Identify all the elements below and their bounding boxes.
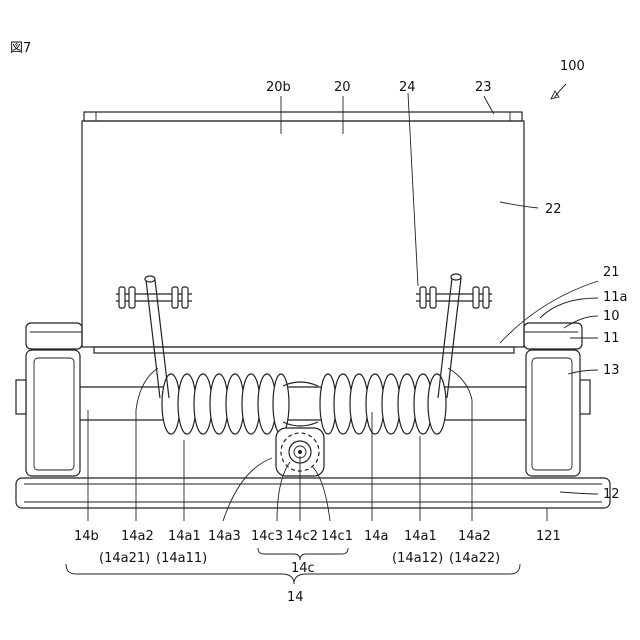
right-block-13 [526, 350, 590, 476]
label-10: 10 [603, 309, 620, 324]
right-bracket-10-11 [524, 323, 582, 349]
label-14a2-left: 14a2 [121, 529, 154, 544]
label-14a21: (14a21) [99, 551, 150, 566]
label-21: 21 [603, 265, 620, 280]
label-11: 11 [603, 331, 620, 346]
label-20: 20 [334, 80, 351, 95]
label-14c3: 14c3 [251, 529, 283, 544]
label-14c: 14c [291, 561, 315, 576]
right-spring-coil [320, 374, 446, 434]
label-14: 14 [287, 590, 304, 605]
label-14a12: (14a12) [392, 551, 443, 566]
label-14c2: 14c2 [286, 529, 318, 544]
label-13: 13 [603, 363, 620, 378]
label-11a: 11a [603, 290, 628, 305]
label-14a1-left: 14a1 [168, 529, 201, 544]
right-pin-hook-24 [416, 287, 492, 308]
label-14a11: (14a11) [156, 551, 207, 566]
label-23: 23 [475, 80, 492, 95]
base-plate-12 [16, 478, 610, 508]
left-pin-hook [116, 287, 192, 308]
label-12: 12 [603, 487, 620, 502]
label-14a3: 14a3 [208, 529, 241, 544]
label-14b: 14b [74, 529, 99, 544]
figure-label: 図7 [10, 41, 31, 56]
housing-20 [82, 121, 524, 353]
label-100: 100 [560, 59, 585, 74]
label-14a1-right: 14a1 [404, 529, 437, 544]
left-spring-coil [162, 374, 289, 434]
label-121: 121 [536, 529, 561, 544]
leader-lines [88, 84, 598, 521]
label-22: 22 [545, 202, 562, 217]
label-24: 24 [399, 80, 416, 95]
label-20b: 20b [266, 80, 291, 95]
lid-strip-23 [84, 112, 522, 121]
label-14c1: 14c1 [321, 529, 353, 544]
label-14a: 14a [364, 529, 389, 544]
label-14a2-right: 14a2 [458, 529, 491, 544]
left-bracket [26, 323, 82, 349]
left-block [16, 350, 80, 476]
shaft-14b [80, 387, 526, 420]
brace-14c [258, 548, 348, 560]
label-14a22: (14a22) [449, 551, 500, 566]
